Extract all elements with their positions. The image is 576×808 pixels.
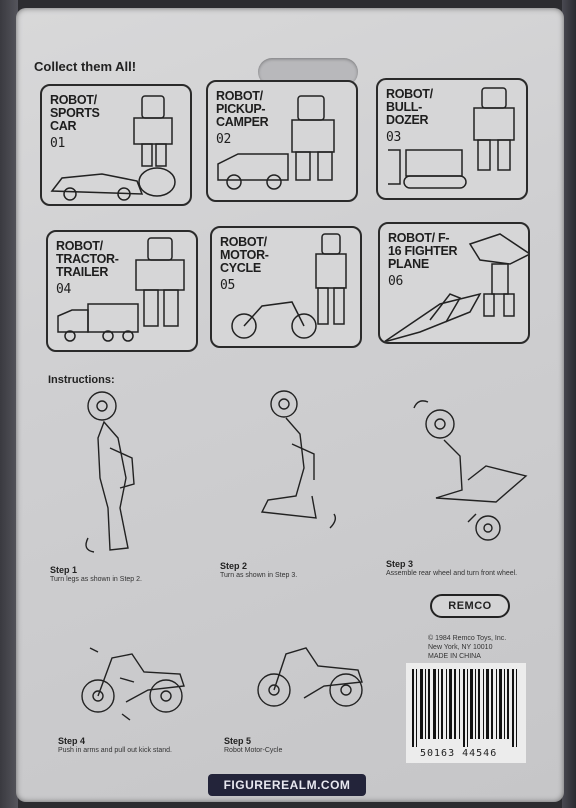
panel-fighter-plane: ROBOT/ F-16 FIGHTER PLANE 06 (378, 222, 530, 344)
step-2-title: Step 2 (220, 561, 248, 571)
step-3-drawing (413, 400, 528, 541)
fighter-plane-robot-drawing (383, 233, 528, 342)
step-5-text: Robot Motor-Cycle (224, 747, 283, 754)
figurerealm-watermark: FIGUREREALM.COM (208, 774, 366, 796)
panel-label: ROBOT/ TRACTOR-TRAILER 04 (56, 239, 119, 297)
step-4-title: Step 4 (58, 736, 86, 746)
collect-title: Collect them All! (34, 59, 137, 74)
barcode-bars (412, 669, 517, 747)
step-1-drawing (85, 391, 135, 553)
background-left (0, 0, 18, 808)
step-2-text: Turn as shown in Step 3. (220, 572, 298, 579)
barcode (406, 663, 526, 763)
background-right (562, 0, 576, 808)
address-line: New York, NY 10010 (428, 644, 493, 651)
step-1-text: Turn legs as shown in Step 2. (50, 576, 142, 583)
instructions-title: Instructions: (48, 374, 115, 386)
pickup-camper-robot-drawing (217, 95, 335, 190)
panel-sports-car: ROBOT/ SPORTS CAR 01 (40, 84, 192, 206)
barcode-number: 50163 44546 (420, 748, 498, 759)
origin-line: MADE IN CHINA (428, 653, 481, 660)
step-3-text: Assemble rear wheel and turn front wheel… (386, 570, 518, 577)
step-5-title: Step 5 (224, 736, 252, 746)
step-4-drawing (81, 647, 185, 721)
panel-pickup-camper: ROBOT/ PICKUP-CAMPER 02 (206, 80, 358, 202)
step-5-drawing (257, 647, 363, 707)
panel-label: ROBOT/ F-16 FIGHTER PLANE 06 (388, 231, 458, 289)
panel-label: ROBOT/ PICKUP-CAMPER 02 (216, 89, 269, 147)
panel-bulldozer: ROBOT/ BULL-DOZER 03 (376, 78, 528, 200)
step-3-title: Step 3 (386, 559, 414, 569)
panel-label: ROBOT/ MOTOR-CYCLE 05 (220, 235, 269, 293)
tractor-trailer-robot-drawing (57, 237, 185, 342)
sports-car-robot-drawing (50, 95, 176, 201)
remco-logo: REMCO (430, 594, 510, 618)
copyright-block: © 1984 Remco Toys, Inc. New York, NY 100… (428, 634, 506, 661)
bulldozer-robot-drawing (388, 87, 515, 189)
panel-label: ROBOT/ SPORTS CAR 01 (50, 93, 100, 151)
panel-motorcycle: ROBOT/ MOTOR-CYCLE 05 (210, 226, 362, 348)
copyright-line: © 1984 Remco Toys, Inc. (428, 635, 507, 642)
panel-label: ROBOT/ BULL-DOZER 03 (386, 87, 433, 145)
panel-tractor-trailer: ROBOT/ TRACTOR-TRAILER 04 (46, 230, 198, 352)
step-1-title: Step 1 (50, 565, 78, 575)
step-4-text: Push in arms and pull out kick stand. (58, 747, 173, 754)
motorcycle-robot-drawing (231, 233, 347, 339)
step-2-drawing (260, 390, 337, 529)
